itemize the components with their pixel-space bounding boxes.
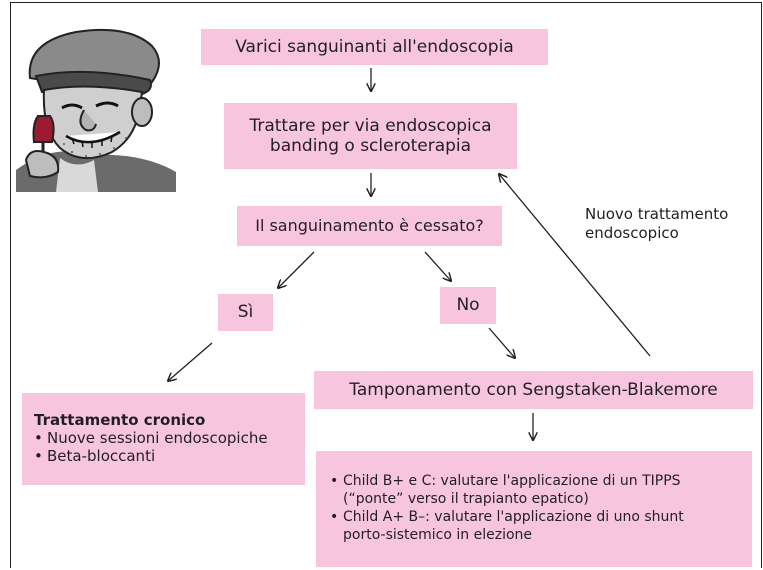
node-yes: Sì	[218, 294, 273, 331]
node-question: Il sanguinamento è cessato?	[237, 206, 502, 246]
node-options-list: Child B+ e C: valutare l'applicazione di…	[330, 473, 684, 545]
node-treat: Trattare per via endoscopica banding o s…	[224, 103, 517, 169]
node-treat-line2: banding o scleroterapia	[269, 136, 472, 156]
node-treat-line1: Trattare per via endoscopica	[249, 115, 492, 136]
node-new-treatment-line1: Nuovo trattamento	[585, 205, 729, 223]
list-item: Beta-bloccanti	[34, 447, 268, 466]
node-question-label: Il sanguinamento è cessato?	[255, 215, 484, 235]
list-item: Nuove sessioni endoscopiche	[34, 429, 268, 448]
node-options: Child B+ e C: valutare l'applicazione di…	[316, 451, 752, 567]
node-tamponade-label: Tamponamento con Sengstaken-Blakemore	[349, 379, 718, 400]
diagram-frame	[10, 2, 762, 568]
cartoon-man-icon	[16, 20, 176, 192]
node-chronic-list: Nuove sessioni endoscopiche Beta-bloccan…	[34, 429, 268, 466]
node-no-label: No	[456, 295, 480, 316]
node-tamponade: Tamponamento con Sengstaken-Blakemore	[314, 371, 753, 409]
node-chronic-title: Trattamento cronico	[34, 411, 206, 430]
list-item: Child B+ e C: valutare l'applicazione di…	[330, 473, 684, 509]
option-child-b-line1: Child B+ e C: valutare l'applicazione di…	[343, 473, 681, 490]
list-item: Child A+ B–: valutare l'applicazione di …	[330, 509, 684, 545]
node-new-treatment: Nuovo trattamento endoscopico	[585, 205, 755, 243]
option-child-b-line2: (“ponte” verso il trapianto epatico)	[343, 491, 589, 508]
node-new-treatment-line2: endoscopico	[585, 224, 679, 243]
option-child-a-line2: porto-sistemico in elezione	[343, 526, 533, 543]
node-yes-label: Sì	[237, 302, 254, 323]
node-start-label: Varici sanguinanti all'endoscopia	[235, 36, 514, 57]
node-no: No	[440, 287, 496, 324]
option-child-a-line1: Child A+ B–: valutare l'applicazione di …	[343, 509, 684, 525]
node-start: Varici sanguinanti all'endoscopia	[201, 29, 548, 65]
node-chronic: Trattamento cronico Nuove sessioni endos…	[22, 393, 305, 485]
